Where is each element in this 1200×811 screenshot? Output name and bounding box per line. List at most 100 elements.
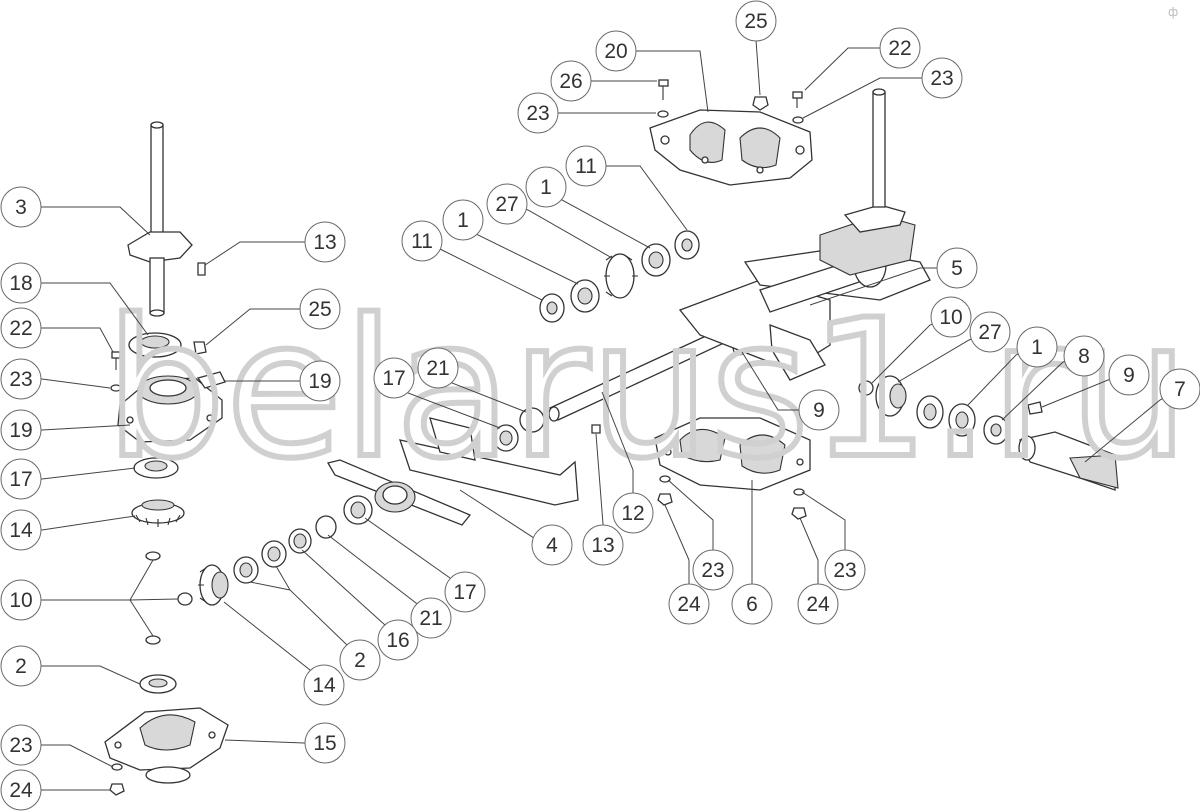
callout-label: 16 — [386, 629, 409, 652]
callout-circle — [0, 509, 42, 551]
callout-circle — [550, 60, 592, 102]
callout-label: 25 — [744, 10, 767, 33]
callout-26: 26 — [550, 60, 657, 102]
part-17-bearing-left — [133, 457, 179, 479]
part-24-nut-right — [791, 507, 807, 520]
leader-line — [129, 598, 179, 601]
part-24-nut-mid — [657, 493, 673, 506]
part-1-bearing-right-b — [948, 403, 976, 437]
callout-16: 16 — [301, 549, 419, 661]
callout-circle — [0, 307, 42, 349]
callout-circle — [0, 769, 42, 811]
callout-circle — [373, 357, 415, 399]
callout-25-left: 25 — [205, 288, 341, 346]
callout-label: 9 — [1123, 364, 1135, 387]
callout-2-mid: 2 — [249, 565, 381, 681]
callout-23-bottom: 23 — [0, 724, 114, 768]
callout-label: 11 — [575, 155, 597, 178]
callout-circle — [595, 30, 637, 72]
part-23-washer-left — [110, 384, 122, 392]
part-10-ring-right — [858, 380, 874, 396]
callout-circle — [517, 92, 559, 134]
callout-circle — [417, 347, 459, 389]
callout-9-mid: 9 — [741, 351, 840, 431]
callout-label: 17 — [9, 468, 32, 491]
callout-17-mid: 17 — [373, 357, 501, 429]
callout-label: 12 — [621, 502, 644, 525]
part-10-ring-b — [177, 592, 193, 606]
callout-label: 2 — [15, 655, 27, 678]
callout-4: 4 — [459, 489, 573, 566]
callout-circle — [444, 571, 486, 613]
callout-11-left: 11 — [401, 220, 543, 301]
callout-8: 8 — [1001, 335, 1105, 421]
part-10-ring-c — [145, 635, 161, 645]
callout-label: 18 — [9, 272, 32, 295]
part-11-seal-upper-left — [539, 293, 565, 323]
part-23-washer — [657, 110, 669, 118]
callout-circle — [936, 247, 978, 289]
callout-label: 24 — [9, 779, 33, 802]
callout-label: 23 — [833, 559, 856, 582]
part-23-washer-mid — [659, 475, 671, 483]
callout-label: 4 — [546, 534, 558, 557]
callout-2-left: 2 — [0, 645, 141, 687]
callout-1-right: 1 — [967, 326, 1058, 406]
callout-22-left: 22 — [0, 307, 114, 353]
callout-1-left: 1 — [442, 199, 579, 285]
callout-circle — [0, 409, 42, 451]
callout-label: 6 — [746, 593, 758, 616]
callout-circle — [612, 492, 654, 534]
callout-6: 6 — [731, 480, 773, 625]
callout-label: 9 — [813, 399, 825, 422]
callout-13-mid: 13 — [582, 433, 624, 566]
callout-label: 22 — [888, 37, 911, 60]
part-24-nut-bottom — [109, 783, 125, 796]
callout-label: 17 — [382, 367, 405, 390]
callout-circle — [377, 619, 419, 661]
callout-24-mid: 24 — [664, 504, 710, 625]
callout-circle — [0, 358, 42, 400]
callout-19-lower: 19 — [0, 409, 131, 451]
callout-circle — [692, 549, 734, 591]
callout-7: 7 — [1084, 368, 1200, 463]
callout-circle — [1016, 326, 1058, 368]
callout-circle — [797, 583, 839, 625]
callout-circle — [565, 145, 607, 187]
part-23-washer-right — [792, 116, 804, 124]
callout-23-left: 23 — [0, 358, 111, 400]
callout-label: 23 — [526, 102, 549, 125]
callout-circle — [879, 27, 921, 69]
callout-circle — [1159, 368, 1200, 410]
callout-circle — [442, 199, 484, 241]
callout-circle — [930, 296, 972, 338]
callout-22-top: 22 — [804, 27, 921, 91]
callout-circle — [339, 639, 381, 681]
callout-23-top-right: 23 — [802, 57, 963, 119]
part-20-cover — [649, 109, 813, 186]
callout-1-upper: 1 — [525, 166, 651, 249]
callout-label: 1 — [1031, 336, 1043, 359]
callout-11-upper: 11 — [565, 145, 688, 231]
callout-circle — [0, 458, 42, 500]
part-11-seal-upper-right — [674, 230, 700, 260]
callout-circle — [525, 166, 567, 208]
callout-17-lower: 17 — [364, 517, 486, 613]
part-17-bearing-mid — [493, 424, 519, 452]
callout-label: 1 — [540, 176, 552, 199]
callout-circle — [735, 0, 777, 42]
callout-circle — [921, 57, 963, 99]
callout-label: 23 — [9, 368, 32, 391]
callout-circle — [486, 183, 528, 225]
part-25-fitting-left — [193, 341, 207, 355]
part-4-bracket — [327, 417, 579, 526]
leader-line — [21, 559, 154, 601]
callout-circle — [731, 583, 773, 625]
callout-circle — [582, 524, 624, 566]
callout-label: 1 — [457, 209, 469, 232]
callout-10-right: 10 — [871, 296, 972, 384]
callout-24-bottom: 24 — [0, 769, 110, 811]
callout-label: 27 — [495, 193, 518, 216]
